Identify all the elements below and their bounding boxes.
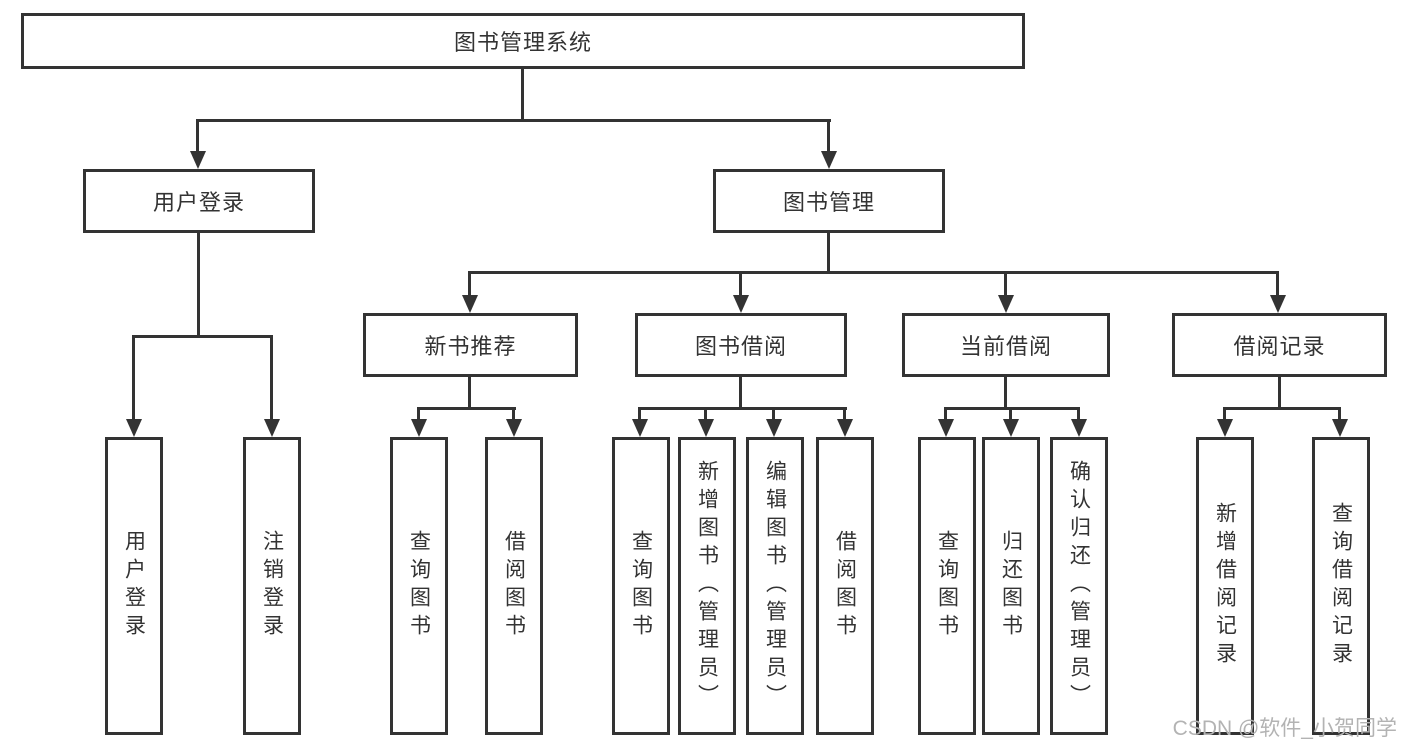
leaf-borrow-books-recommend: 借阅图书 — [485, 437, 543, 735]
arrowhead — [1270, 295, 1286, 313]
arrowhead — [190, 151, 206, 169]
node-new-book-recommend: 新书推荐 — [363, 313, 578, 377]
connector — [944, 407, 1080, 410]
connector — [1009, 407, 1012, 421]
connector — [1223, 407, 1226, 421]
leaf-query-books-borrow: 查询图书 — [612, 437, 670, 735]
connector — [1278, 377, 1281, 410]
connector — [944, 407, 947, 421]
connector — [1338, 407, 1341, 421]
connector — [638, 407, 641, 421]
connector — [1077, 407, 1080, 421]
connector — [417, 407, 516, 410]
leaf-confirm-return-admin: 确认归还（管理员） — [1050, 437, 1108, 735]
connector — [468, 271, 471, 297]
leaf-query-borrow-record: 查询借阅记录 — [1312, 437, 1370, 735]
node-user-login: 用户登录 — [83, 169, 315, 233]
connector — [468, 377, 471, 410]
connector — [521, 69, 524, 122]
leaf-borrow-books: 借阅图书 — [816, 437, 874, 735]
connector — [417, 407, 420, 421]
arrowhead — [766, 419, 782, 437]
connector — [132, 335, 135, 421]
leaf-user-login: 用户登录 — [105, 437, 163, 735]
watermark: CSDN @软件_小贺同学 — [1172, 717, 1397, 740]
arrowhead — [821, 151, 837, 169]
connector — [1223, 407, 1341, 410]
leaf-edit-book-admin: 编辑图书（管理员） — [746, 437, 804, 735]
connector — [197, 233, 200, 337]
leaf-add-borrow-record: 新增借阅记录 — [1196, 437, 1254, 735]
connector — [1004, 377, 1007, 410]
connector — [270, 335, 273, 421]
connector — [843, 407, 846, 421]
node-library-system: 图书管理系统 — [21, 13, 1025, 69]
connector — [1276, 271, 1279, 297]
node-current-borrow: 当前借阅 — [902, 313, 1110, 377]
arrowhead — [126, 419, 142, 437]
connector — [196, 119, 831, 122]
connector — [739, 271, 742, 297]
connector — [638, 407, 847, 410]
arrowhead — [938, 419, 954, 437]
leaf-query-books-current: 查询图书 — [918, 437, 976, 735]
arrowhead — [837, 419, 853, 437]
node-book-borrow: 图书借阅 — [635, 313, 847, 377]
leaf-query-books-recommend: 查询图书 — [390, 437, 448, 735]
arrowhead — [462, 295, 478, 313]
connector — [196, 119, 199, 153]
arrowhead — [264, 419, 280, 437]
connector — [827, 233, 830, 274]
connector — [739, 377, 742, 410]
arrowhead — [506, 419, 522, 437]
connector — [132, 335, 273, 338]
arrowhead — [632, 419, 648, 437]
arrowhead — [1071, 419, 1087, 437]
arrowhead — [1003, 419, 1019, 437]
node-book-management: 图书管理 — [713, 169, 945, 233]
arrowhead — [1217, 419, 1233, 437]
connector — [827, 119, 830, 153]
leaf-return-books: 归还图书 — [982, 437, 1040, 735]
connector — [468, 271, 1279, 274]
arrowhead — [998, 295, 1014, 313]
arrowhead — [698, 419, 714, 437]
connector — [512, 407, 515, 421]
arrowhead — [733, 295, 749, 313]
leaf-add-book-admin: 新增图书（管理员） — [678, 437, 736, 735]
leaf-logout: 注销登录 — [243, 437, 301, 735]
node-borrow-records: 借阅记录 — [1172, 313, 1387, 377]
arrowhead — [411, 419, 427, 437]
arrowhead — [1332, 419, 1348, 437]
connector — [1004, 271, 1007, 297]
connector — [772, 407, 775, 421]
connector — [704, 407, 707, 421]
